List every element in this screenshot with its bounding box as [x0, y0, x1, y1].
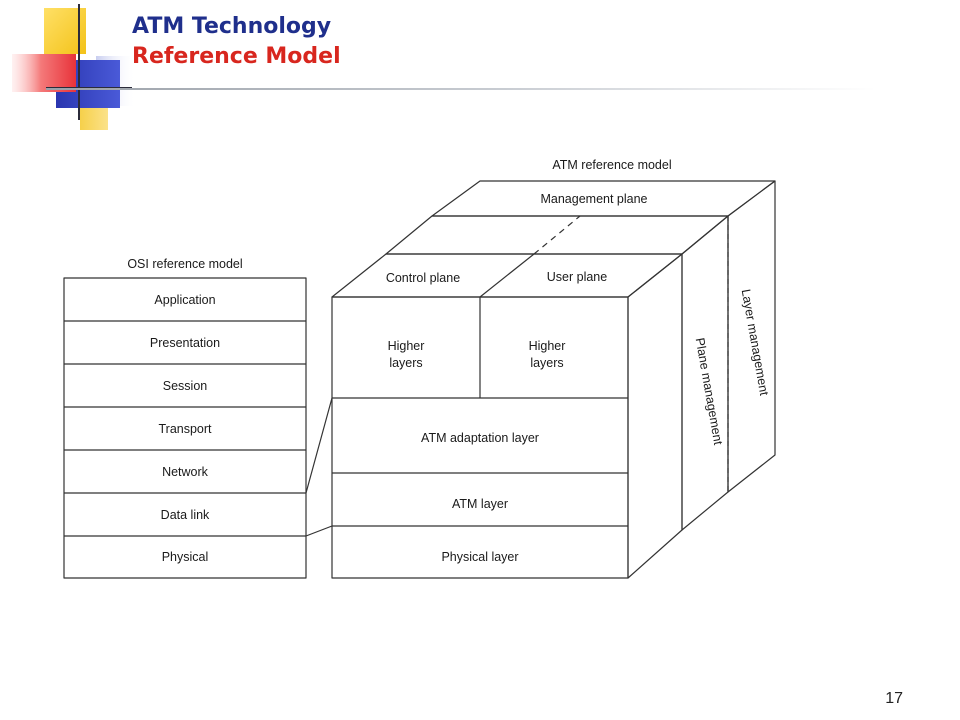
- page-number: 17: [885, 690, 903, 707]
- connector-datalink-to-physical: [305, 525, 333, 537]
- osi-layer-physical: Physical: [162, 550, 209, 564]
- connector-network-to-aal: [305, 397, 333, 494]
- osi-layer-presentation: Presentation: [150, 336, 220, 350]
- slide-title: ATM Technology Reference Model: [132, 12, 341, 72]
- atm-adaptation-layer-label: ATM adaptation layer: [421, 431, 539, 445]
- higher-layers-right-line-2: layers: [530, 356, 563, 370]
- osi-layer-network: Network: [162, 465, 209, 479]
- osi-model-title: OSI reference model: [127, 257, 242, 271]
- layer-management-label: Layer management: [739, 288, 772, 397]
- osi-stack-frame: [63, 277, 307, 579]
- user-plane-label: User plane: [547, 270, 607, 284]
- atm-layer-label: ATM layer: [452, 497, 508, 511]
- diagram-lines: [63, 180, 776, 579]
- middle-top-face: [385, 215, 729, 255]
- management-plane-label: Management plane: [540, 192, 647, 206]
- osi-layer-data-link: Data link: [161, 508, 210, 522]
- higher-layers-left-line-2: layers: [389, 356, 422, 370]
- plane-management-label: Plane management: [693, 337, 726, 447]
- cube-right-face-front: [627, 253, 683, 579]
- atm-model-title: ATM reference model: [552, 158, 671, 172]
- osi-layer-session: Session: [163, 379, 208, 393]
- slide-logo: [12, 4, 136, 130]
- slide-title-line-1: ATM Technology: [132, 14, 332, 39]
- slide-title-line-2: Reference Model: [132, 44, 341, 69]
- title-divider: [46, 88, 876, 90]
- osi-layer-application: Application: [154, 293, 215, 307]
- higher-layers-right-line-1: Higher: [529, 339, 566, 353]
- physical-layer-label: Physical layer: [441, 550, 518, 564]
- osi-layer-transport: Transport: [158, 422, 212, 436]
- higher-layers-left-line-1: Higher: [388, 339, 425, 353]
- control-plane-label: Control plane: [386, 271, 460, 285]
